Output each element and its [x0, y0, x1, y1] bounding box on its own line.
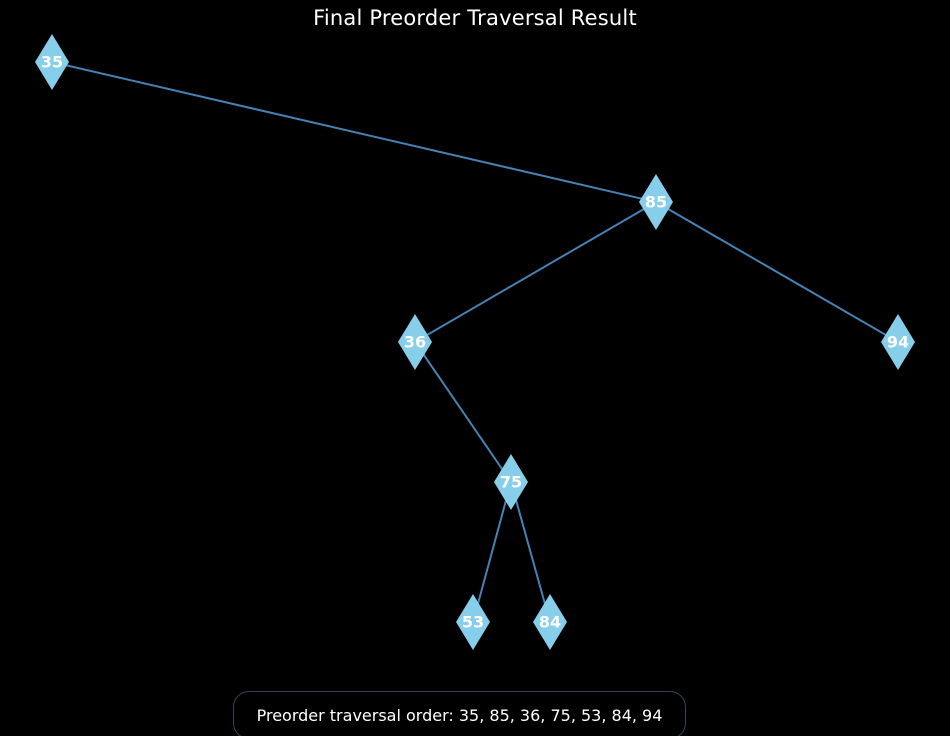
nodes-layer: 35 85 36 94 75 53 84	[35, 34, 915, 650]
edge-85-94	[655, 201, 899, 343]
node-diamond	[494, 454, 528, 510]
node-75: 75	[494, 454, 528, 510]
diagram-title: Final Preorder Traversal Result	[313, 6, 637, 30]
node-label: 35	[41, 53, 63, 72]
node-53: 53	[456, 594, 490, 650]
node-94: 94	[881, 314, 915, 370]
traversal-caption: Preorder traversal order: 35, 85, 36, 75…	[233, 691, 686, 736]
node-label: 75	[500, 473, 522, 492]
edge-85-36	[414, 201, 657, 343]
node-label: 85	[645, 193, 667, 212]
node-35: 35	[35, 34, 69, 90]
node-label: 53	[462, 613, 484, 632]
node-diamond	[533, 594, 567, 650]
node-label: 94	[887, 333, 909, 352]
node-diamond	[456, 594, 490, 650]
edge-35-85	[51, 61, 657, 203]
edge-75-84	[510, 481, 551, 623]
node-label: 36	[404, 333, 426, 352]
node-84: 84	[533, 594, 567, 650]
node-label: 84	[539, 613, 561, 632]
node-diamond	[35, 34, 69, 90]
edges-layer	[51, 61, 899, 623]
node-diamond	[881, 314, 915, 370]
node-36: 36	[398, 314, 432, 370]
node-85: 85	[639, 174, 673, 230]
edge-75-53	[472, 481, 512, 623]
edge-36-75	[414, 341, 512, 483]
node-diamond	[639, 174, 673, 230]
node-diamond	[398, 314, 432, 370]
